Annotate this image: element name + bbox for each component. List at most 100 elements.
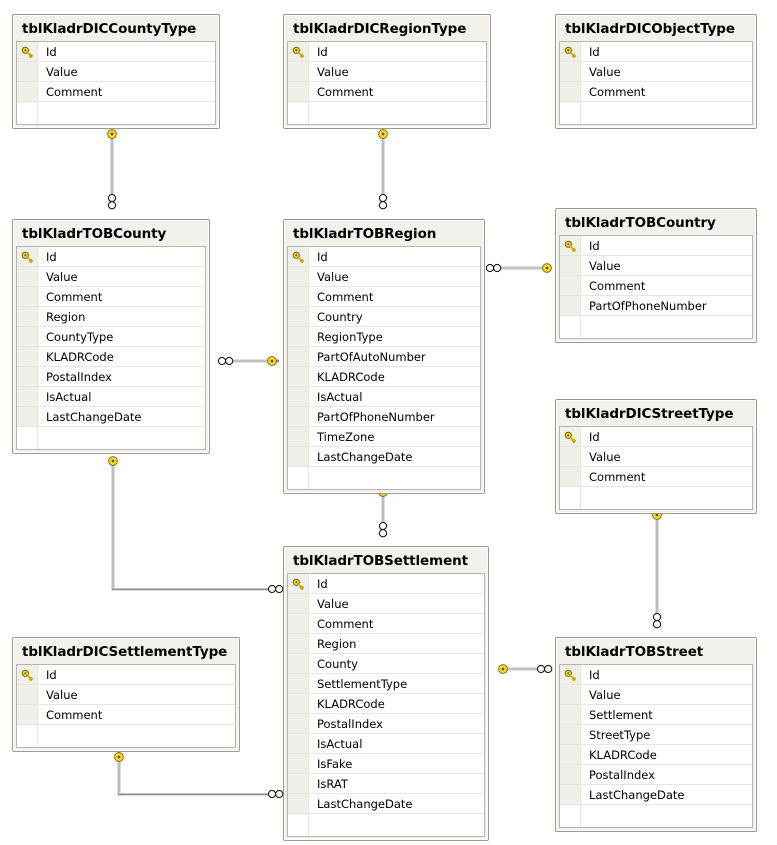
field-gutter xyxy=(288,754,309,773)
field-row[interactable]: Comment xyxy=(560,276,752,296)
field-row[interactable]: Settlement xyxy=(560,705,752,725)
field-row[interactable]: LastChangeDate xyxy=(288,447,480,467)
field-name: Id xyxy=(46,667,57,682)
field-gutter xyxy=(288,427,309,446)
field-row[interactable]: Id xyxy=(560,665,752,685)
field-row[interactable]: Id xyxy=(560,236,752,256)
field-row-empty[interactable] xyxy=(560,487,752,509)
endpoint-county-many xyxy=(107,193,117,210)
field-row[interactable]: Id xyxy=(17,665,235,685)
field-gutter xyxy=(560,296,581,315)
field-row[interactable]: Id xyxy=(560,427,752,447)
field-row[interactable]: Id xyxy=(560,42,752,62)
field-row-empty[interactable] xyxy=(17,102,215,124)
field-gutter xyxy=(560,765,581,784)
field-row[interactable]: Comment xyxy=(288,287,480,307)
field-row[interactable]: IsActual xyxy=(288,387,480,407)
field-row[interactable]: RegionType xyxy=(288,327,480,347)
field-row[interactable]: Id xyxy=(288,247,480,267)
field-row[interactable]: PartOfPhoneNumber xyxy=(560,296,752,316)
field-gutter xyxy=(17,102,38,124)
field-row[interactable]: Comment xyxy=(560,82,752,102)
field-name: Comment xyxy=(589,278,646,293)
field-row[interactable]: SettlementType xyxy=(288,674,484,694)
field-name: IsActual xyxy=(46,389,92,404)
field-row-empty[interactable] xyxy=(17,427,205,449)
field-row[interactable]: IsFake xyxy=(288,754,484,774)
field-row-empty[interactable] xyxy=(288,102,486,124)
field-row[interactable]: KLADRCode xyxy=(288,694,484,714)
field-row[interactable]: Value xyxy=(17,685,235,705)
field-row-empty[interactable] xyxy=(288,467,480,489)
field-name: Comment xyxy=(589,469,646,484)
field-row[interactable]: Value xyxy=(560,447,752,467)
field-row[interactable]: County xyxy=(288,654,484,674)
field-row[interactable]: Value xyxy=(288,62,486,82)
field-name: Comment xyxy=(46,707,103,722)
field-row[interactable]: Id xyxy=(17,247,205,267)
field-row[interactable]: Value xyxy=(560,62,752,82)
field-row[interactable]: LastChangeDate xyxy=(288,794,484,814)
field-row[interactable]: Id xyxy=(288,42,486,62)
field-row[interactable]: IsActual xyxy=(288,734,484,754)
field-gutter xyxy=(288,614,309,633)
field-name: PostalIndex xyxy=(46,369,112,384)
field-row[interactable]: StreetType xyxy=(560,725,752,745)
field-row[interactable]: PostalIndex xyxy=(288,714,484,734)
field-row[interactable]: KLADRCode xyxy=(17,347,205,367)
field-row[interactable]: Region xyxy=(17,307,205,327)
field-row[interactable]: TimeZone xyxy=(288,427,480,447)
field-name: Value xyxy=(46,269,78,284)
field-row[interactable]: Value xyxy=(17,267,205,287)
field-gutter xyxy=(288,734,309,753)
entity-title-tob-street: tblKladrTOBStreet xyxy=(565,644,704,660)
field-row[interactable]: Value xyxy=(288,594,484,614)
primary-key-icon xyxy=(288,247,309,266)
field-row[interactable]: IsRAT xyxy=(288,774,484,794)
field-row-empty[interactable] xyxy=(560,316,752,338)
primary-key-icon xyxy=(17,665,38,684)
field-row[interactable]: IsActual xyxy=(17,387,205,407)
field-row[interactable]: PartOfAutoNumber xyxy=(288,347,480,367)
endpoint-settlement-many-type xyxy=(267,789,284,799)
field-name: TimeZone xyxy=(317,429,375,444)
field-row[interactable]: Region xyxy=(288,634,484,654)
field-row-empty[interactable] xyxy=(288,814,484,836)
field-row[interactable]: Comment xyxy=(560,467,752,487)
field-row[interactable]: PartOfPhoneNumber xyxy=(288,407,480,427)
field-row[interactable]: Value xyxy=(288,267,480,287)
field-row-empty[interactable] xyxy=(17,725,235,747)
field-row[interactable]: CountyType xyxy=(17,327,205,347)
field-row[interactable]: PostalIndex xyxy=(560,765,752,785)
field-row[interactable]: Comment xyxy=(17,287,205,307)
field-row[interactable]: LastChangeDate xyxy=(17,407,205,427)
field-row[interactable]: Comment xyxy=(288,82,486,102)
field-row[interactable]: KLADRCode xyxy=(560,745,752,765)
field-row[interactable]: Comment xyxy=(17,82,215,102)
field-row[interactable]: Id xyxy=(288,574,484,594)
field-name: Settlement xyxy=(589,707,653,722)
field-row[interactable]: Id xyxy=(17,42,215,62)
field-row[interactable]: Comment xyxy=(288,614,484,634)
field-row[interactable]: Country xyxy=(288,307,480,327)
field-row[interactable]: PostalIndex xyxy=(17,367,205,387)
field-row[interactable]: LastChangeDate xyxy=(560,785,752,805)
field-row-empty[interactable] xyxy=(560,102,752,124)
field-row[interactable]: Value xyxy=(560,685,752,705)
field-row[interactable]: KLADRCode xyxy=(288,367,480,387)
field-row[interactable]: Value xyxy=(560,256,752,276)
field-row-empty[interactable] xyxy=(560,805,752,827)
field-row[interactable]: Value xyxy=(17,62,215,82)
field-row[interactable]: Comment xyxy=(17,705,235,725)
